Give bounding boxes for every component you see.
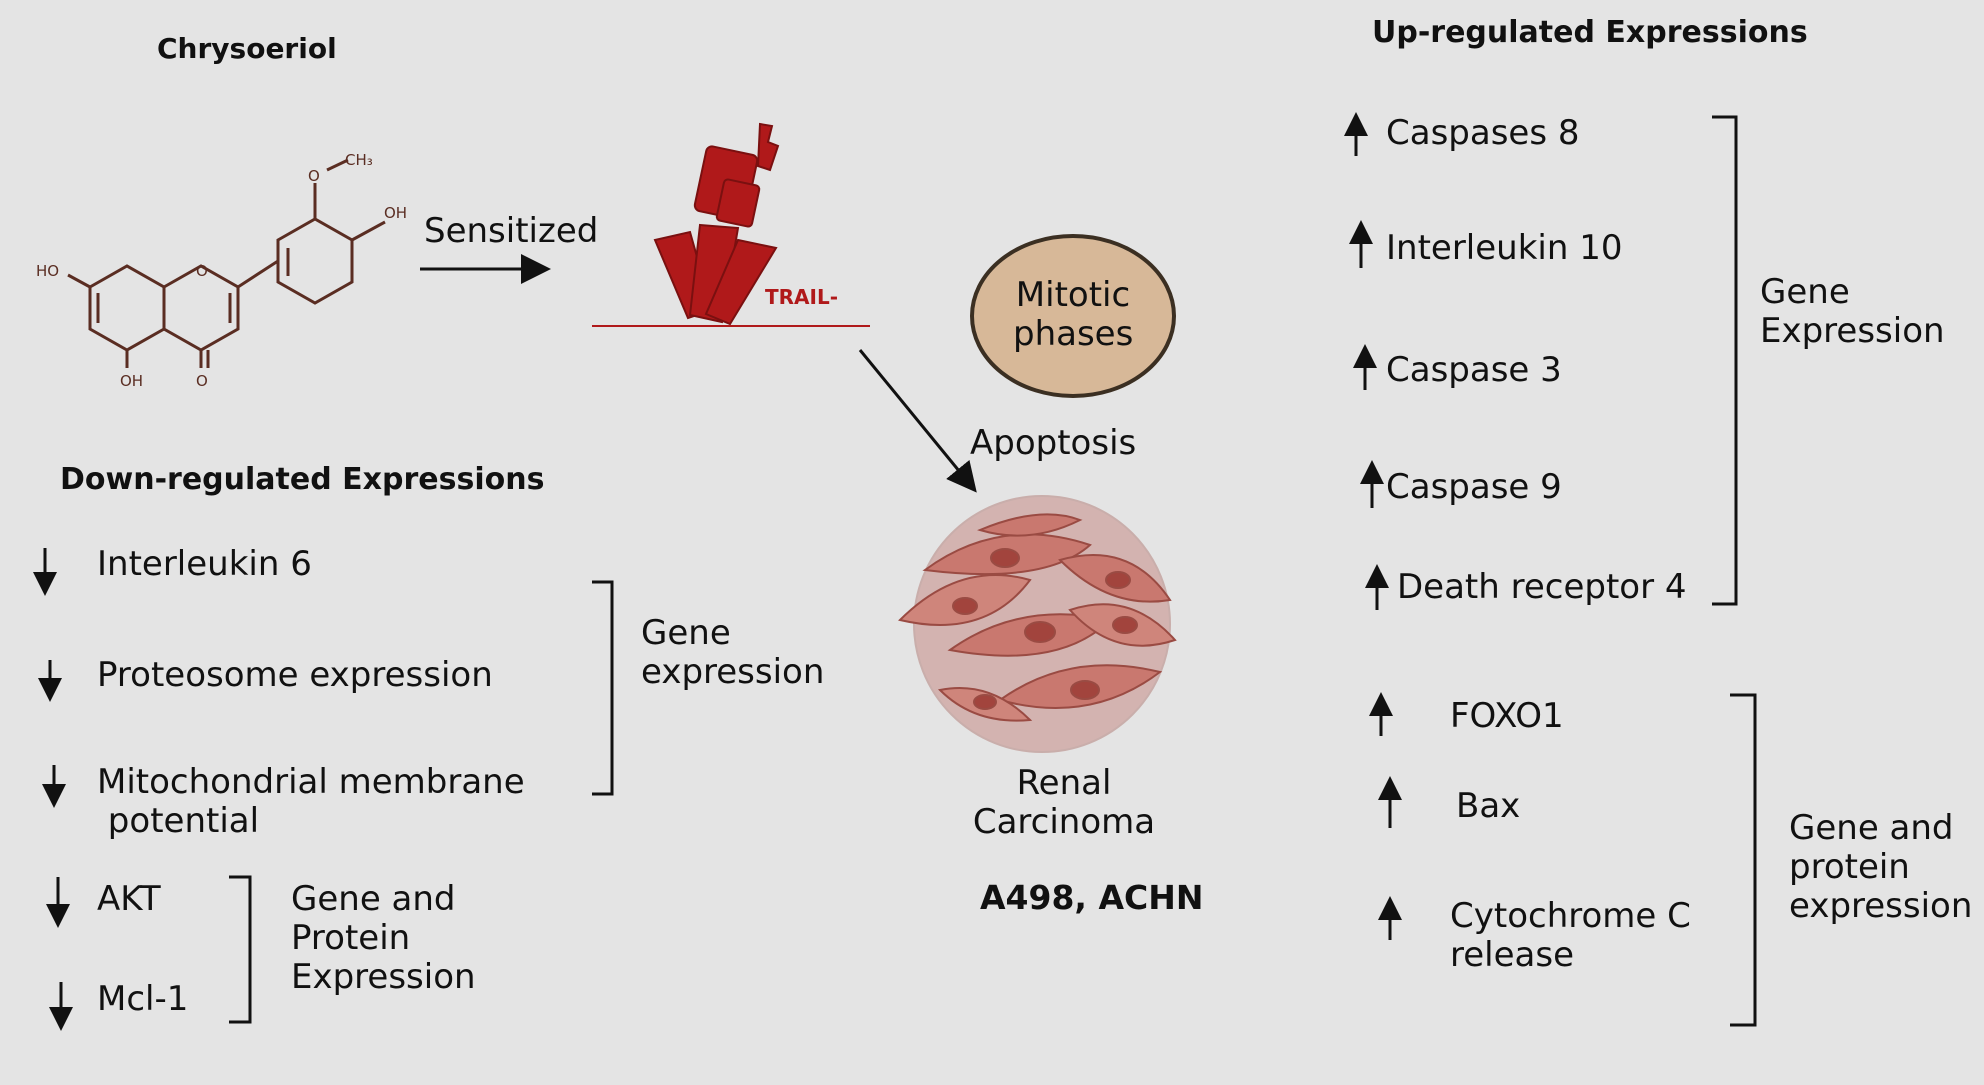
trail-receptor-icon — [592, 122, 870, 327]
up-group2-line3: expression — [1789, 886, 1973, 926]
down-group2-line3: Expression — [291, 957, 476, 997]
up-item-death-receptor-4: Death receptor 4 — [1397, 567, 1687, 607]
down-group2-line2: Protein — [291, 918, 411, 958]
up-regulated-title: Up-regulated Expressions — [1372, 15, 1808, 50]
down-group1-line1: Gene — [641, 613, 731, 653]
up-arrows — [1344, 112, 1402, 940]
mitotic-phases-label: Mitotic phases — [1013, 276, 1133, 354]
renal-line2: Carcinoma — [972, 802, 1156, 842]
down-group1-label: Gene expression — [641, 614, 824, 692]
down-item-interleukin-6: Interleukin 6 — [97, 544, 312, 584]
trail-label: TRAIL- — [765, 285, 838, 309]
mitotic-line2: phases — [1013, 314, 1134, 354]
down-item-akt: AKT — [97, 879, 161, 919]
up-group2-line1: Gene and — [1789, 808, 1954, 848]
mitotic-phases-ellipse — [970, 234, 1176, 398]
up-group1-label: Gene Expression — [1760, 273, 1945, 351]
down-group1-line2: expression — [641, 652, 825, 692]
up-item-caspase-3: Caspase 3 — [1386, 350, 1562, 390]
up-item-cytochrome-release: release — [1450, 935, 1574, 975]
renal-carcinoma-label: Renal Carcinoma — [969, 764, 1159, 842]
down-item-mito-membrane: Mitochondrial membrane — [97, 762, 525, 802]
up-group2-line2: protein — [1789, 847, 1910, 887]
compound-name: Chrysoeriol — [157, 32, 337, 65]
chrysoeriol-structure — [67, 158, 386, 368]
down-regulated-title: Down-regulated Expressions — [60, 462, 545, 497]
up-item-caspases-8: Caspases 8 — [1386, 113, 1580, 153]
sensitized-label: Sensitized — [424, 211, 599, 251]
apoptosis-arrow — [858, 349, 977, 493]
down-item-proteosome: Proteosome expression — [97, 655, 493, 695]
label-methoxy-o: O — [308, 167, 320, 185]
label-oh-bottom: OH — [120, 372, 143, 390]
up-item-caspase-9: Caspase 9 — [1386, 467, 1562, 507]
label-oh-right: OH — [384, 204, 407, 222]
label-ring-o: O — [196, 262, 208, 280]
down-item-mcl-1: Mcl-1 — [97, 979, 189, 1019]
down-group2-label: Gene and Protein Expression — [291, 880, 476, 997]
mitotic-line1: Mitotic — [1015, 275, 1131, 315]
up-item-foxo1: FOXO1 — [1450, 696, 1564, 736]
down-item-mito-potential: potential — [97, 801, 260, 841]
label-ketone-o: O — [196, 372, 208, 390]
up-group2-label: Gene and protein expression — [1789, 809, 1972, 926]
apoptosis-label: Apoptosis — [970, 423, 1137, 463]
up-item-bax: Bax — [1456, 786, 1521, 826]
down-group2-line1: Gene and — [291, 879, 456, 919]
up-group1-line1: Gene — [1760, 272, 1850, 312]
up-item-cytochrome-c: Cytochrome C — [1450, 896, 1691, 936]
cell-lines-label: A498, ACHN — [980, 878, 1204, 917]
up-group1-line2: Expression — [1760, 311, 1945, 351]
up-item-interleukin-10: Interleukin 10 — [1386, 228, 1623, 268]
brackets — [229, 115, 1757, 1027]
label-ho-left: HO — [36, 262, 59, 280]
label-methyl: CH₃ — [345, 151, 373, 169]
down-arrows — [33, 548, 73, 1031]
renal-line1: Renal — [1016, 763, 1112, 803]
renal-carcinoma-cells-icon — [898, 495, 1177, 753]
